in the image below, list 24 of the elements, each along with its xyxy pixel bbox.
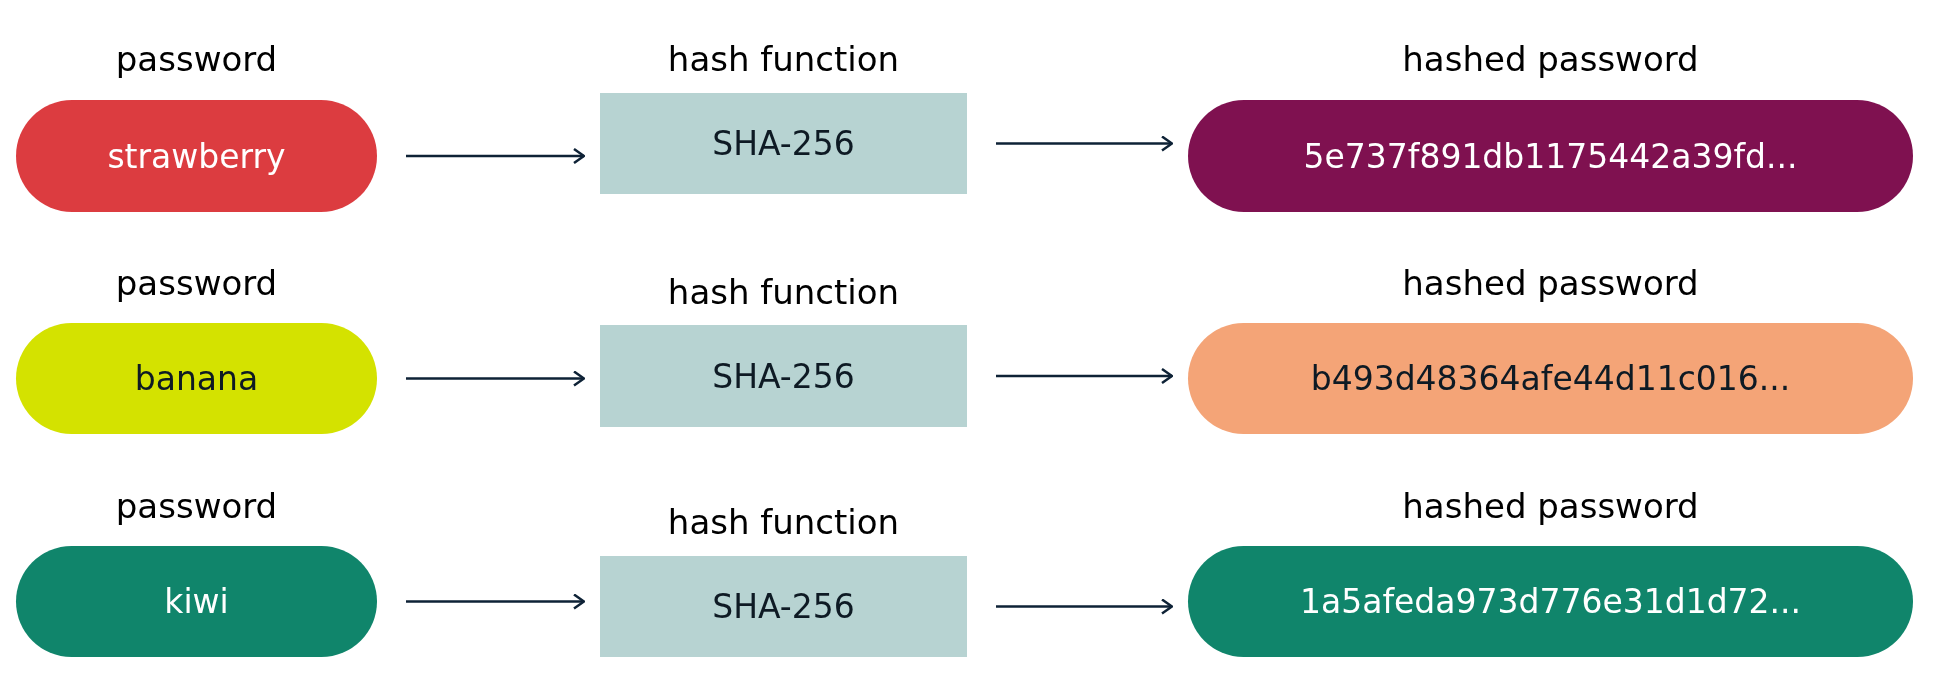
node-text: SHA-256 — [712, 124, 855, 163]
node-heading: hashed password — [1401, 485, 1700, 528]
node-heading: hashed password — [1401, 38, 1700, 81]
node-text: b493d48364afe44d11c016... — [1310, 359, 1791, 398]
arrow — [996, 598, 1174, 615]
node-text: SHA-256 — [712, 587, 855, 626]
node-text: SHA-256 — [712, 356, 855, 396]
arrow — [406, 147, 586, 165]
node-text: 1a5afeda973d776e31d1d72... — [1299, 582, 1802, 621]
node-text: strawberry — [107, 136, 286, 176]
arrow — [406, 370, 586, 387]
node-heading: hash function — [666, 271, 901, 314]
arrow — [996, 367, 1174, 385]
node-heading: hash function — [666, 501, 901, 544]
node-heading: password — [114, 262, 279, 305]
arrow — [996, 135, 1174, 152]
arrow — [406, 593, 586, 610]
node-heading: password — [114, 38, 279, 81]
node-text: kiwi — [164, 582, 229, 621]
node-heading: hashed password — [1401, 262, 1700, 305]
node-heading: password — [114, 485, 279, 528]
node-heading: hash function — [666, 38, 901, 81]
node-text: banana — [134, 359, 259, 398]
node-text: 5e737f891db1175442a39fd... — [1303, 136, 1798, 176]
